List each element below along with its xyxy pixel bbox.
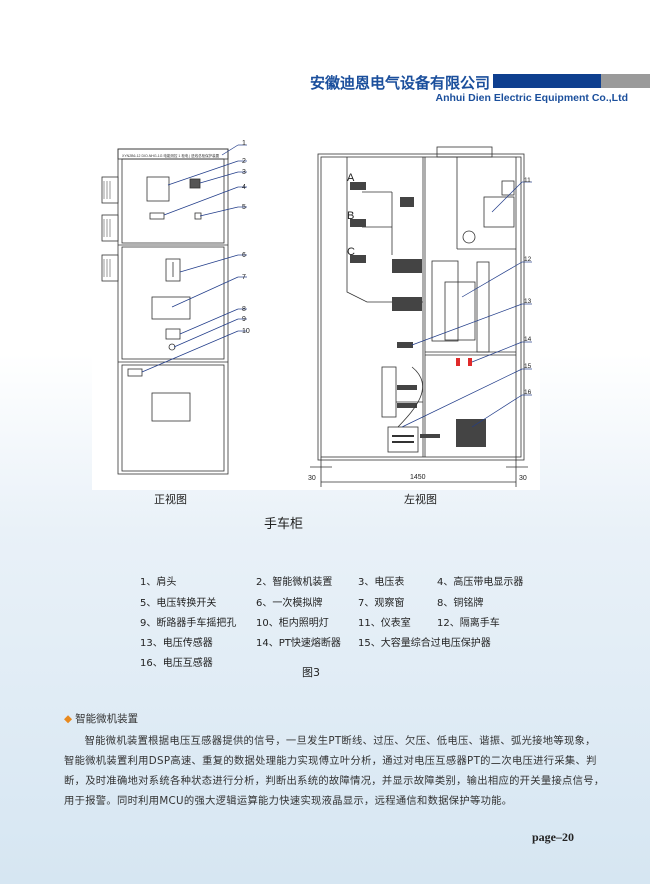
section-title: 智能微机装置 [75,713,139,725]
callout-4: 4 [242,184,246,191]
callout-6: 6 [242,252,246,259]
legend-item: 6、一次模拟牌 [256,598,323,609]
side-view-caption: 左视图 [404,493,437,506]
section-body: 智能微机装置根据电压互感器提供的信号，一旦发生PT断线、过压、欠压、低电压、谐振… [64,735,605,807]
callout-9: 9 [242,316,246,323]
header-bar-blue [493,74,601,88]
legend-item: 14、PT快速熔断器 [256,638,341,649]
legend-item: 11、仪表室 [358,618,411,629]
section-heading: ◆智能微机装置 [64,711,138,726]
callout-3: 3 [242,169,246,176]
page-number: page–20 [532,830,574,844]
side-view: A B C 11 12 13 14 15 16 30 1450 30 [308,146,532,487]
legend-item: 13、电压传感器 [140,638,213,649]
front-view: XYN2B6-12 DIO-NHG-1G 电能测控 1 柜电 | 进线总柜保护装… [101,140,250,475]
front-nameplate-text: XYN2B6-12 DIO-NHG-1G 电能测控 1 柜电 | 进线总柜保护装… [122,153,220,158]
legend-item: 9、断路器手车摇把孔 [140,618,237,629]
callout-14: 14 [524,336,532,343]
phase-c-label: C [347,246,355,258]
dim-left: 30 [308,475,316,482]
dim-right: 30 [519,475,527,482]
callout-15: 15 [524,363,532,370]
legend-item: 5、电压转换开关 [140,598,217,609]
dim-width: 1450 [410,474,426,481]
callout-2: 2 [242,158,246,165]
company-name-cn: 安徽迪恩电气设备有限公司 [309,74,490,92]
legend-item: 2、智能微机装置 [256,577,333,588]
callout-12: 12 [524,256,532,263]
cabinet-drawing: XYN2B6-12 DIO-NHG-1G 电能测控 1 柜电 | 进线总柜保护装… [92,137,540,490]
callout-16: 16 [524,389,532,396]
company-name-en: Anhui Dien Electric Equipment Co.,Ltd [435,92,628,104]
legend-item: 1、肩头 [140,577,177,588]
callout-8: 8 [242,306,246,313]
callout-5: 5 [242,204,246,211]
phase-b-label: B [347,210,354,222]
legend-item: 3、电压表 [358,577,405,588]
legend-item: 16、电压互感器 [140,658,213,669]
legend-item: 4、高压带电显示器 [437,577,524,588]
legend-item: 10、柜内照明灯 [256,618,329,629]
phase-a-label: A [347,172,355,184]
legend-item: 12、隔离手车 [437,618,500,629]
callout-1: 1 [242,140,246,147]
legend-item: 15、大容量综合过电压保护器 [358,638,491,649]
callout-13: 13 [524,298,532,305]
header-bar-gray [601,74,650,88]
callout-7: 7 [242,274,246,281]
figure-label: 图3 [302,666,320,679]
front-view-caption: 正视图 [154,493,187,506]
legend-item: 8、铜铭牌 [437,598,484,609]
diamond-bullet-icon: ◆ [64,713,73,725]
callout-10: 10 [242,328,250,335]
legend-item: 7、观察窗 [358,598,405,609]
callout-11: 11 [524,177,531,184]
figure-title: 手车柜 [264,517,304,532]
